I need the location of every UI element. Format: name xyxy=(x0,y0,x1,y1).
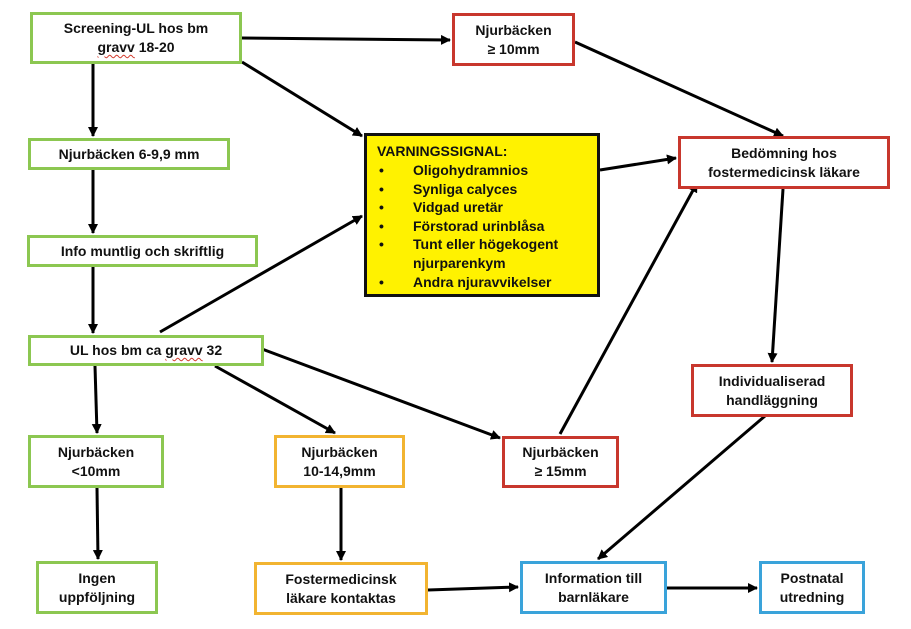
fm-contact-box: Fostermedicinsk läkare kontaktas xyxy=(254,562,428,615)
no-followup-line2: uppföljning xyxy=(58,588,136,605)
arrow-pelvis-lt10-to-no-followup xyxy=(92,487,103,560)
warning-signal-box: VARNINGSSIGNAL: Oligohydramnios Synliga … xyxy=(364,133,600,297)
screening-ul-box: Screening-UL hos bm gravv 18-20 xyxy=(30,12,242,64)
pelvis-10-149-line1: Njurbäcken xyxy=(301,443,378,460)
warning-title: VARNINGSSIGNAL: xyxy=(377,143,508,159)
pelvis-10-149-line2: 10-14,9mm xyxy=(303,462,376,479)
arrow-ul32-to-pelvis-ge15 xyxy=(261,347,501,440)
postnatal-line2: utredning xyxy=(779,588,845,605)
pelvis-lt10-line2: <10mm xyxy=(71,462,121,479)
arrow-screening-to-warning xyxy=(241,60,363,138)
assessment-box: Bedömning hos fostermedicinsk läkare xyxy=(678,136,890,189)
pelvis-lt10-box: Njurbäcken <10mm xyxy=(28,435,164,488)
info-label: Info muntlig och skriftlig xyxy=(60,242,225,259)
pelvis-6-9-box: Njurbäcken 6-9,9 mm xyxy=(28,138,230,170)
pelvis-ge15-line1: Njurbäcken xyxy=(522,444,599,460)
pelvis-ge10-line1: Njurbäcken xyxy=(475,21,552,38)
warning-item: Andra njuravvikelser xyxy=(377,273,587,292)
ul-32-gravv: gravv xyxy=(165,342,203,358)
no-followup-line1: Ingen xyxy=(78,569,116,586)
warning-item: Förstorad urinblåsa xyxy=(377,217,587,236)
pelvis-10-149-box: Njurbäcken 10-14,9mm xyxy=(274,435,405,488)
warning-item: Tunt eller högekogent njurparenkym xyxy=(377,235,587,272)
arrow-assessment-to-individual xyxy=(767,188,785,363)
arrow-pelvis-ge10-to-assessment xyxy=(574,40,784,138)
arrow-pelvis-ge15-to-assessment xyxy=(558,182,699,435)
warning-item: Oligohydramnios xyxy=(377,161,587,180)
pelvis-ge15-box: Njurbäcken ≥ 15mm xyxy=(502,436,619,488)
pelvis-lt10-line1: Njurbäcken xyxy=(57,443,135,460)
individual-line1: Individualiserad xyxy=(718,372,826,389)
arrow-fm-contact-to-info-pediatrician xyxy=(427,582,519,593)
ul-32-box: UL hos bm ca gravv 32 xyxy=(28,335,264,366)
info-pediatrician-line1: Information till xyxy=(544,569,643,586)
arrow-screening-to-pelvis-ge10 xyxy=(241,34,451,45)
postnatal-box: Postnatal utredning xyxy=(759,561,865,614)
arrow-ul32-to-warning xyxy=(159,214,363,334)
arrow-warning-to-assessment xyxy=(599,154,677,172)
screening-line2: gravv 18-20 xyxy=(97,38,174,57)
arrow-ul32-to-pelvis-10-149 xyxy=(214,364,336,435)
pelvis-ge15-line2: ≥ 15mm xyxy=(534,463,587,479)
pelvis-ge10-line2: ≥ 10mm xyxy=(487,40,540,57)
warning-item: Vidgad uretär xyxy=(377,198,587,217)
pelvis-ge10-box: Njurbäcken ≥ 10mm xyxy=(452,13,575,66)
fm-contact-line2: läkare kontaktas xyxy=(286,589,396,606)
ul-32-post: 32 xyxy=(202,342,223,358)
assessment-line2: fostermedicinsk läkare xyxy=(708,163,860,180)
arrow-individual-to-info-pediatrician xyxy=(597,414,766,561)
screening-weeks: 18-20 xyxy=(134,39,175,55)
arrow-ul32-to-pelvis-lt10 xyxy=(91,365,102,434)
assessment-line1: Bedömning hos xyxy=(731,144,837,161)
screening-line1: Screening-UL hos bm xyxy=(63,20,209,36)
ul-32-label: UL hos bm ca gravv 32 xyxy=(70,341,222,360)
info-pediatrician-box: Information till barnläkare xyxy=(520,561,667,614)
individual-line2: handläggning xyxy=(726,391,818,408)
screening-gravv: gravv xyxy=(97,39,135,55)
no-followup-box: Ingen uppföljning xyxy=(36,561,158,614)
pelvis-6-9-label: Njurbäcken 6-9,9 mm xyxy=(58,145,200,162)
info-box: Info muntlig och skriftlig xyxy=(27,235,258,267)
warning-list: Oligohydramnios Synliga calyces Vidgad u… xyxy=(377,161,587,291)
individual-box: Individualiserad handläggning xyxy=(691,364,853,417)
fm-contact-line1: Fostermedicinsk xyxy=(285,570,397,587)
info-pediatrician-line2: barnläkare xyxy=(558,588,629,605)
postnatal-line1: Postnatal xyxy=(780,569,844,586)
warning-item: Synliga calyces xyxy=(377,180,587,199)
ul-32-pre: UL hos bm ca xyxy=(69,342,166,358)
